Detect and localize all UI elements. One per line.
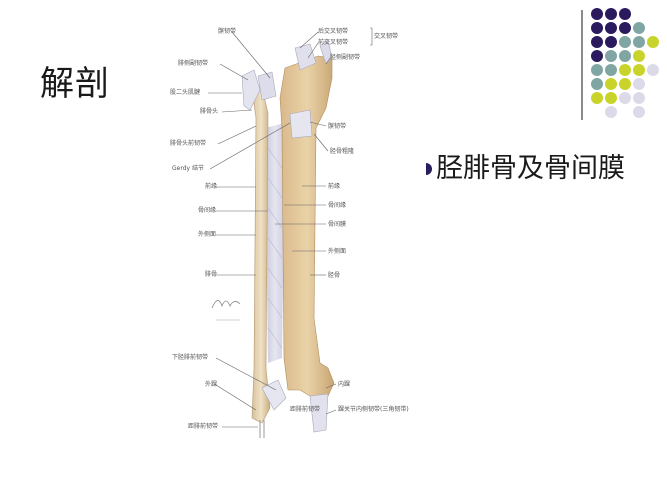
figure-label-left: 腓骨头 <box>200 108 219 115</box>
figure-label-left: 距腓前韧带 <box>188 423 219 430</box>
decorative-dot <box>591 8 603 20</box>
figure-label-right: 外侧面 <box>328 248 347 255</box>
figure-label-right: 前缘 <box>328 183 341 190</box>
bone-illustration <box>208 27 373 438</box>
decorative-dot <box>619 50 631 62</box>
figure-label-right: 胫骨粗隆 <box>330 148 355 155</box>
figure-label-right: 髌韧带 <box>328 123 347 130</box>
decorative-vertical-line <box>581 10 583 120</box>
decorative-dot <box>619 36 631 48</box>
decorative-dot-grid <box>591 8 663 122</box>
figure-label-right: 内踝 <box>338 381 351 388</box>
decorative-dot <box>633 92 645 104</box>
figure-label-left: 外踝 <box>205 381 218 388</box>
figure-label-right: 骨间膜 <box>328 221 347 228</box>
decorative-dot <box>605 92 617 104</box>
figure-label-right: 胫骨 <box>328 272 341 279</box>
figure-label-left: 外侧面 <box>198 231 217 238</box>
decorative-dot <box>591 78 603 90</box>
figure-label-left: 腓侧副韧带 <box>178 60 209 67</box>
decorative-dot <box>605 8 617 20</box>
decorative-dot <box>647 64 659 76</box>
decorative-dot <box>619 22 631 34</box>
figure-label-right: 前交叉韧带 <box>318 39 349 46</box>
figure-label-left: 下胫腓前韧带 <box>172 354 209 361</box>
figure-label-left: 股二头肌腱 <box>170 89 201 96</box>
decorative-dot <box>605 78 617 90</box>
decorative-dot <box>605 22 617 34</box>
figure-label-right: 胫侧副韧带 <box>330 54 361 61</box>
decorative-dot <box>633 36 645 48</box>
decorative-dot <box>605 64 617 76</box>
decorative-dot <box>605 36 617 48</box>
figure-label-left: Gerdy 结节 <box>172 165 204 172</box>
decorative-dot <box>633 106 645 118</box>
decorative-dot <box>591 64 603 76</box>
figure-label-right: 骨间缘 <box>328 202 347 209</box>
figure-label-left: 前缘 <box>205 183 218 190</box>
slide-title: 解剖 <box>40 64 110 104</box>
figure-label-left: 腓骨 <box>205 271 218 278</box>
decorative-dot <box>633 64 645 76</box>
decorative-dot <box>591 36 603 48</box>
decorative-dot <box>591 22 603 34</box>
decorative-dot <box>619 92 631 104</box>
figure-label-right: 后交叉韧带 <box>318 28 349 35</box>
figure-label-left: 骨间缘 <box>198 207 217 214</box>
decorative-dot <box>591 92 603 104</box>
figure-label-right: 交叉韧带 <box>374 33 399 40</box>
decorative-dot <box>605 106 617 118</box>
decorative-dot <box>619 64 631 76</box>
decorative-dot <box>619 78 631 90</box>
decorative-dot <box>633 50 645 62</box>
figure-label-right: 踝关节内侧韧带(三角韧带) <box>338 406 409 413</box>
figure-label-left: 腓骨头前韧带 <box>170 140 207 147</box>
decorative-dot <box>633 78 645 90</box>
decorative-dot <box>647 36 659 48</box>
decorative-dot <box>633 22 645 34</box>
bullet-text: 胫腓骨及骨间膜 <box>436 153 625 184</box>
decorative-dot <box>605 50 617 62</box>
bullet-marker-icon <box>426 163 432 175</box>
figure-label-right: 距腓前韧带 <box>290 406 321 413</box>
decorative-dot <box>619 8 631 20</box>
decorative-dot <box>591 50 603 62</box>
figure-label-left: 髌韧带 <box>218 28 237 35</box>
